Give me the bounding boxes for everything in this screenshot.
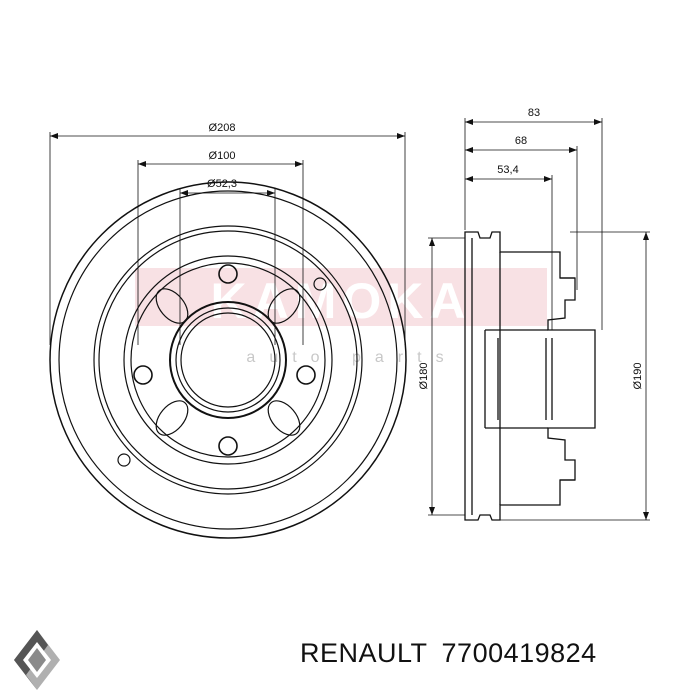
part-number: 7700419824	[441, 638, 597, 668]
dim-inner-diameter: Ø180	[418, 363, 430, 390]
side-view	[464, 231, 596, 521]
dim-total-width: 83	[528, 107, 540, 119]
dim-drum-diameter: Ø190	[632, 363, 644, 390]
front-dimensions	[49, 132, 406, 345]
lug-hole	[296, 365, 316, 385]
dim-bolt-circle: Ø100	[209, 150, 236, 162]
watermark-sub: auto parts	[246, 349, 457, 366]
dim-center-bore: Ø52,3	[207, 178, 237, 190]
watermark: KAMOKA auto parts	[135, 268, 547, 366]
lug-hole	[218, 264, 238, 284]
dim-outer-diameter: Ø208	[209, 122, 236, 134]
front-view	[49, 181, 407, 539]
dim-width-68: 68	[515, 135, 527, 147]
dim-width-53: 53,4	[497, 164, 518, 176]
lug-hole	[133, 365, 153, 385]
side-dimensions	[428, 118, 650, 521]
renault-logo-icon	[14, 630, 60, 690]
brake-drum-drawing: KAMOKA auto parts	[49, 107, 650, 539]
lug-hole	[218, 436, 238, 456]
product-caption: RENAULT 7700419824	[300, 638, 611, 669]
brand-name: RENAULT	[300, 638, 428, 668]
